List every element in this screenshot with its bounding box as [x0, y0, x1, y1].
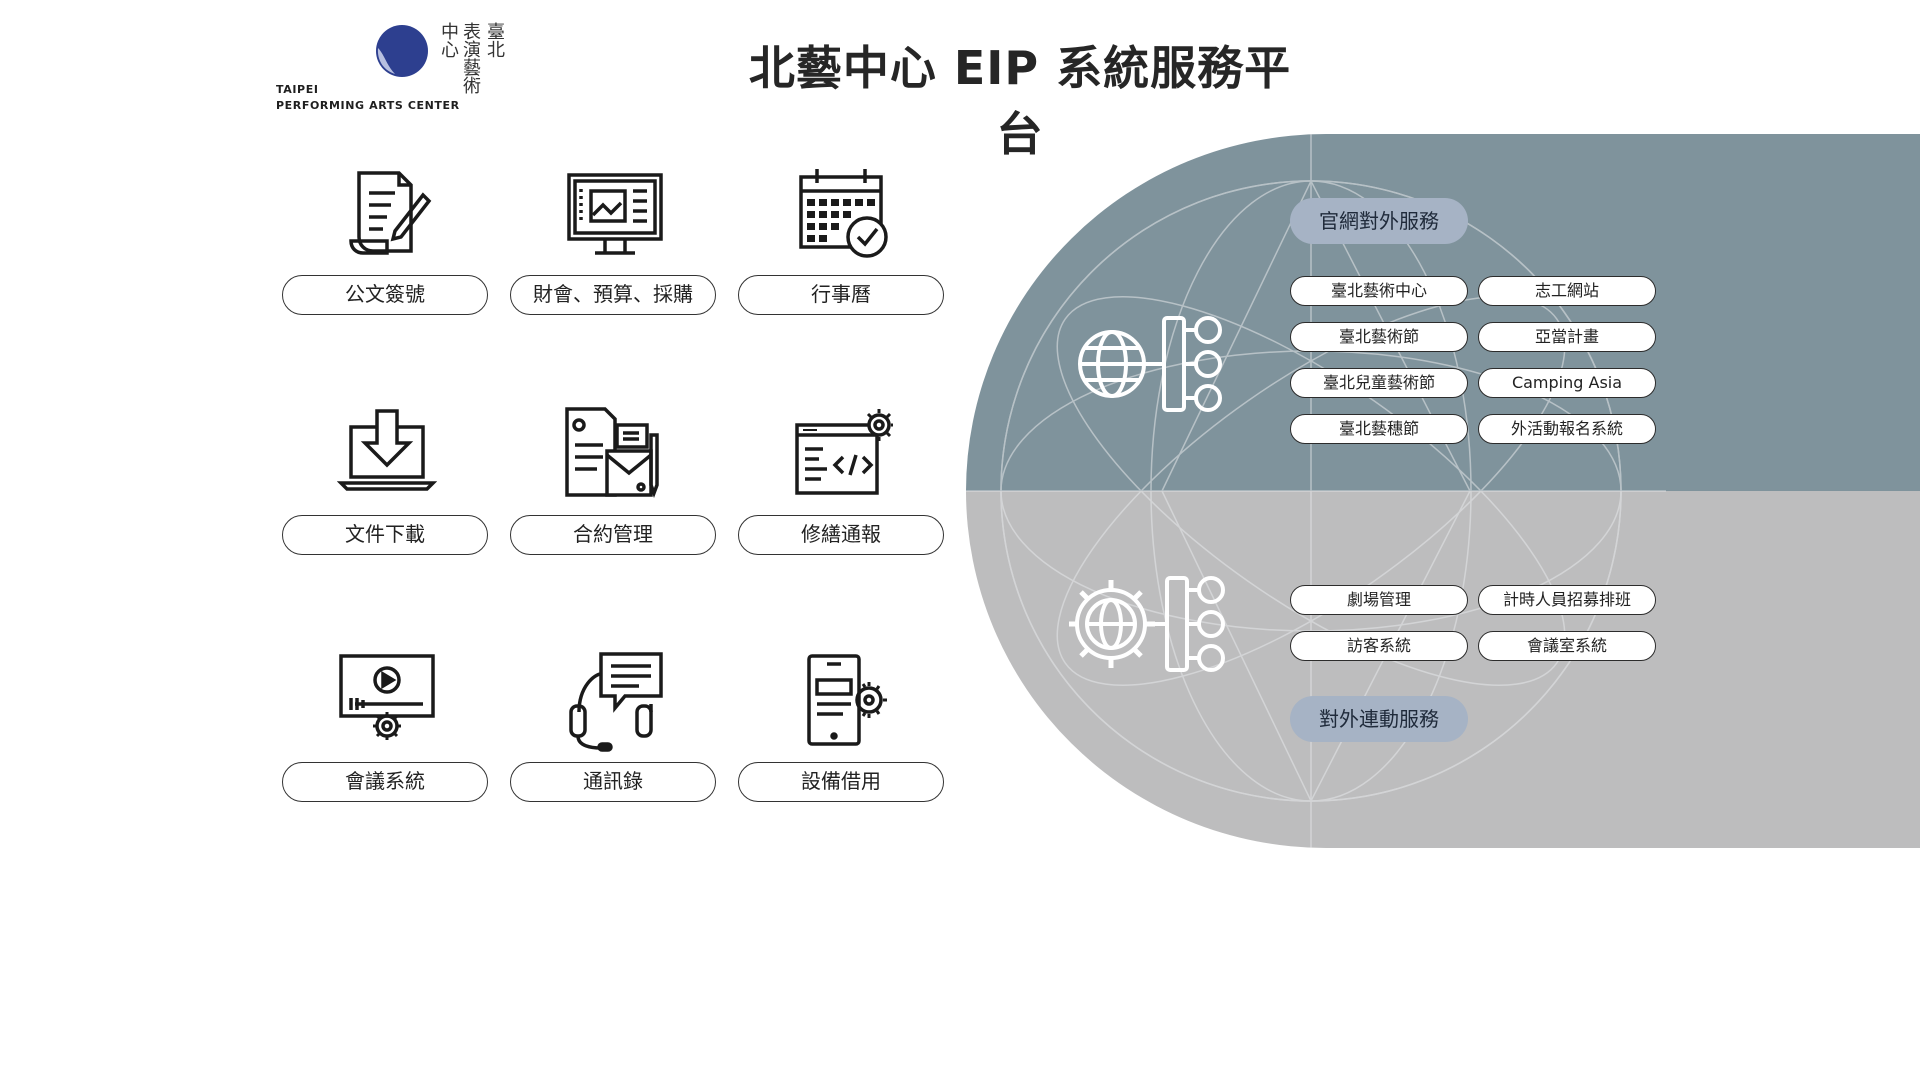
device-gear-icon [807, 654, 887, 746]
tile-finance[interactable]: 財會、預算、採購 [510, 165, 720, 325]
document-sign-icon [349, 171, 432, 255]
tile-label: 行事曆 [738, 275, 944, 315]
tile-label: 會議系統 [282, 762, 488, 802]
video-gear-icon [339, 654, 435, 740]
service-link[interactable]: 亞當計畫 [1478, 322, 1656, 352]
tile-meeting[interactable]: 會議系統 [282, 652, 492, 812]
tile-label: 文件下載 [282, 515, 488, 555]
gear-globe-network-icon [1069, 576, 1225, 672]
logo-zh-col3: 中心 [438, 22, 459, 58]
tile-contacts[interactable]: 通訊錄 [510, 652, 720, 812]
linked-services-heading: 對外連動服務 [1290, 696, 1468, 742]
service-link[interactable]: 臺北藝術中心 [1290, 276, 1468, 306]
tile-label: 合約管理 [510, 515, 716, 555]
logo-en-line1: TAIPEI [276, 83, 319, 96]
logo-mark-icon [376, 25, 428, 77]
page-title: 北藝中心 EIP 系統服務平台 [748, 41, 1292, 161]
external-services-heading: 官網對外服務 [1290, 198, 1468, 244]
logo-zh-col1: 臺北 [484, 22, 505, 58]
laptop-download-icon [337, 409, 437, 491]
service-link[interactable]: 臺北藝穗節 [1290, 414, 1468, 444]
service-link[interactable]: 外活動報名系統 [1478, 414, 1656, 444]
service-link[interactable]: 計時人員招募排班 [1478, 585, 1656, 615]
logo-en-line2: PERFORMING ARTS CENTER [276, 99, 460, 112]
tile-equipment[interactable]: 設備借用 [738, 652, 948, 812]
headset-chat-icon [569, 652, 663, 752]
service-link[interactable]: 訪客系統 [1290, 631, 1468, 661]
service-link[interactable]: 臺北兒童藝術節 [1290, 368, 1468, 398]
contract-mail-icon [565, 407, 659, 498]
service-link[interactable]: 會議室系統 [1478, 631, 1656, 661]
logo-zh-col2: 表演藝術 [460, 22, 481, 94]
tile-download[interactable]: 文件下載 [282, 405, 492, 565]
globe-network-icon [1078, 316, 1222, 412]
tile-label: 設備借用 [738, 762, 944, 802]
tile-label: 修繕通報 [738, 515, 944, 555]
tile-repair[interactable]: 修繕通報 [738, 405, 948, 565]
service-link[interactable]: 志工網站 [1478, 276, 1656, 306]
tile-calendar[interactable]: 行事曆 [738, 165, 948, 325]
tile-contract[interactable]: 合約管理 [510, 405, 720, 565]
service-link[interactable]: 劇場管理 [1290, 585, 1468, 615]
service-panel: 官網對外服務 對外連動服務 臺北藝術中心 志工網站 臺北藝術節 亞當計畫 臺北兒… [966, 134, 1920, 848]
panel-background [966, 134, 1920, 848]
monitor-report-icon [567, 173, 663, 255]
tile-label: 公文簽號 [282, 275, 488, 315]
service-link[interactable]: Camping Asia [1478, 368, 1656, 398]
logo: 中心 表演藝術 臺北 TAIPEI PERFORMING ARTS CENTER [272, 20, 512, 115]
tile-label: 財會、預算、採購 [510, 275, 716, 315]
service-link[interactable]: 臺北藝術節 [1290, 322, 1468, 352]
tile-document-sign[interactable]: 公文簽號 [282, 165, 492, 325]
calendar-check-icon [799, 169, 888, 258]
tile-label: 通訊錄 [510, 762, 716, 802]
code-gear-window-icon [795, 409, 893, 495]
